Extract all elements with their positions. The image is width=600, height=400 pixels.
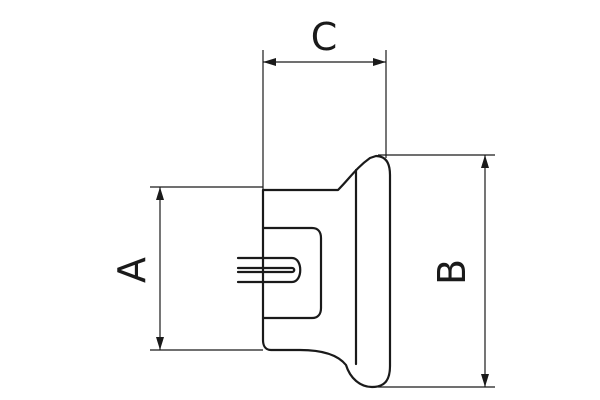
dimension-a: A bbox=[110, 186, 263, 351]
arrowhead-b-bottom bbox=[481, 374, 489, 387]
part-outline bbox=[236, 154, 392, 389]
dimension-label-a: A bbox=[110, 257, 154, 283]
arrowhead-a-bottom bbox=[156, 337, 164, 350]
dimension-label-c: C bbox=[311, 15, 338, 59]
clip-wire bbox=[236, 256, 302, 284]
part-body bbox=[261, 154, 392, 389]
dimension-label-b: B bbox=[430, 259, 474, 285]
dimension-b: B bbox=[378, 154, 495, 388]
arrowhead-c-right bbox=[373, 58, 386, 66]
arrowhead-b-top bbox=[481, 155, 489, 168]
dimension-c: C bbox=[262, 15, 387, 190]
recess-outline bbox=[261, 226, 323, 320]
arrowhead-c-left bbox=[263, 58, 276, 66]
arrowhead-a-top bbox=[156, 187, 164, 200]
